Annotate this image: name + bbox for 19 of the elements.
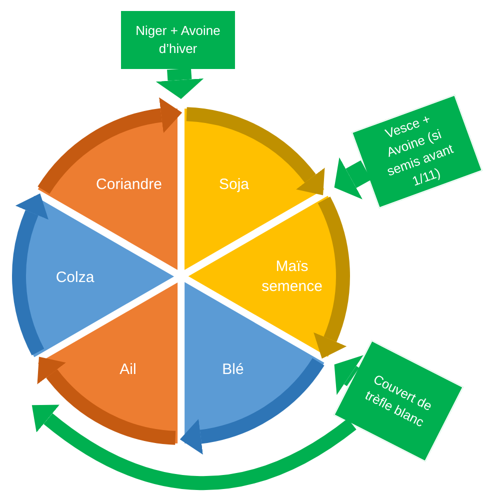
slice-label: Coriandre <box>95 175 163 195</box>
callout-box <box>120 10 236 70</box>
curved-arrow <box>186 107 324 194</box>
curved-arrow <box>180 358 324 454</box>
callout-arrow <box>334 157 372 200</box>
slice-label: Blé <box>221 360 245 380</box>
curved-arrow <box>31 404 356 490</box>
curved-arrow <box>12 192 49 355</box>
slice-label: Soja <box>218 175 250 195</box>
slice-label: Ail <box>118 360 138 380</box>
curved-arrow <box>38 98 182 194</box>
curved-arrow <box>313 197 350 360</box>
callout-text: Niger + Avoine d’hiver <box>134 22 222 58</box>
slice-label: Maïs semence <box>260 257 324 297</box>
callout-arrow <box>334 355 364 395</box>
curved-arrow <box>38 358 176 445</box>
callout-arrow <box>156 68 204 99</box>
callout-text: Vesce + Avoine (si semis avant 1/11) <box>382 110 456 190</box>
slice-label: Colza <box>54 268 96 288</box>
